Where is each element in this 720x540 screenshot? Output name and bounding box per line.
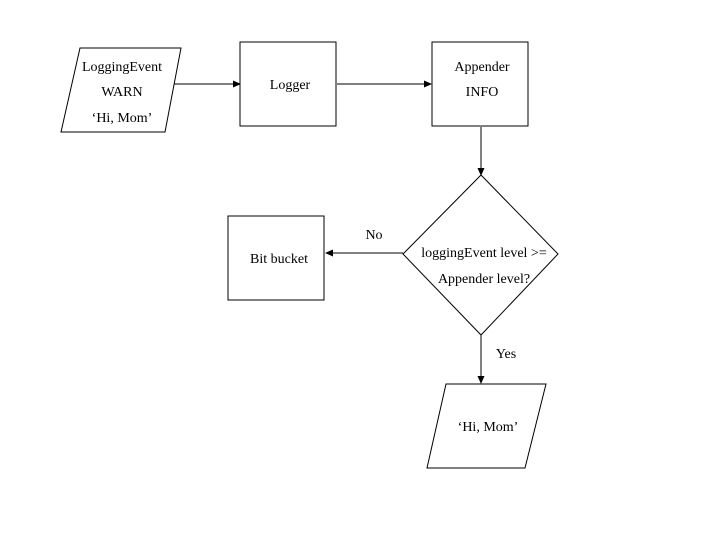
node-output: ‘Hi, Mom’ <box>426 383 547 469</box>
node-decision: loggingEvent level >= Appender level? <box>402 174 559 336</box>
edge-event-to-logger <box>165 80 241 88</box>
node-appender: Appender INFO <box>431 41 529 127</box>
edge-appender-to-decision <box>477 127 485 176</box>
logger-label: Logger <box>270 78 311 93</box>
edge-decision-to-output <box>477 335 485 384</box>
decision-line-1: loggingEvent level >= <box>421 246 547 261</box>
node-bit-bucket: Bit bucket <box>227 215 325 301</box>
edge-label-yes: Yes <box>496 347 516 362</box>
appender-title: Appender <box>454 60 510 75</box>
output-message: ‘Hi, Mom’ <box>458 420 519 435</box>
edge-logger-to-appender <box>337 80 432 88</box>
edge-decision-to-bitbucket <box>325 249 403 257</box>
edge-label-no: No <box>365 228 382 243</box>
bit-bucket-label: Bit bucket <box>250 252 308 267</box>
logging-event-message: ‘Hi, Mom’ <box>92 111 153 126</box>
logging-event-level: WARN <box>101 85 142 100</box>
appender-level: INFO <box>466 85 499 100</box>
node-logger: Logger <box>239 41 337 127</box>
node-logging-event: LoggingEvent WARN ‘Hi, Mom’ <box>60 47 182 133</box>
logging-event-title: LoggingEvent <box>82 60 162 75</box>
decision-line-2: Appender level? <box>438 272 530 287</box>
